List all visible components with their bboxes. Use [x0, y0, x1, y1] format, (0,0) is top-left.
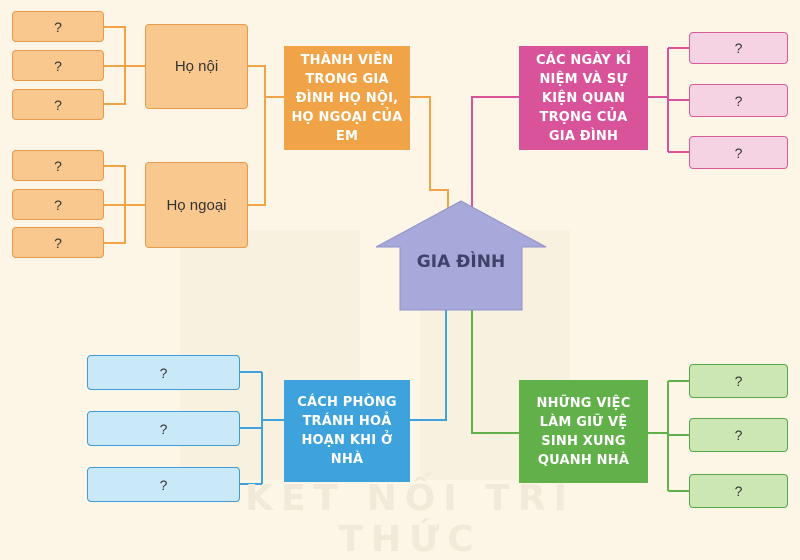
paternal-subcategory: Họ nội: [145, 24, 248, 109]
fire-placeholder-3: ?: [87, 467, 240, 502]
category-events: CÁC NGÀY KỈ NIỆM VÀ SỰ KIỆN QUAN TRỌNG C…: [519, 46, 648, 150]
watermark-text: KẾT NỐI TRI THỨC: [245, 478, 575, 560]
category-fire-prevention: CÁCH PHÒNG TRÁNH HOẢ HOẠN KHI Ở NHÀ: [284, 380, 410, 482]
center-label: GIA ĐÌNH: [416, 252, 506, 272]
paternal-placeholder-2: ?: [12, 50, 104, 81]
fire-placeholder-1: ?: [87, 355, 240, 390]
maternal-placeholder-3: ?: [12, 227, 104, 258]
pink-connectors: [471, 47, 689, 232]
events-placeholder-1: ?: [689, 32, 788, 64]
hygiene-placeholder-1: ?: [689, 364, 788, 398]
category-hygiene: NHỮNG VIỆC LÀM GIỮ VỆ SINH XUNG QUANH NH…: [519, 380, 648, 483]
paternal-placeholder-3: ?: [12, 89, 104, 120]
maternal-placeholder-1: ?: [12, 150, 104, 181]
paternal-placeholder-1: ?: [12, 11, 104, 42]
maternal-placeholder-2: ?: [12, 189, 104, 220]
green-connectors: [471, 310, 689, 492]
maternal-subcategory: Họ ngoại: [145, 162, 248, 248]
hygiene-placeholder-3: ?: [689, 474, 788, 508]
blue-connectors: [240, 310, 447, 485]
events-placeholder-2: ?: [689, 84, 788, 117]
category-family-members: THÀNH VIÊN TRONG GIA ĐÌNH HỌ NỘI, HỌ NGO…: [284, 46, 410, 150]
house-shape: [375, 200, 547, 311]
mindmap-connectors: [104, 26, 689, 492]
fire-placeholder-2: ?: [87, 411, 240, 446]
hygiene-placeholder-2: ?: [689, 418, 788, 452]
events-placeholder-3: ?: [689, 136, 788, 169]
orange-connectors: [104, 26, 449, 244]
